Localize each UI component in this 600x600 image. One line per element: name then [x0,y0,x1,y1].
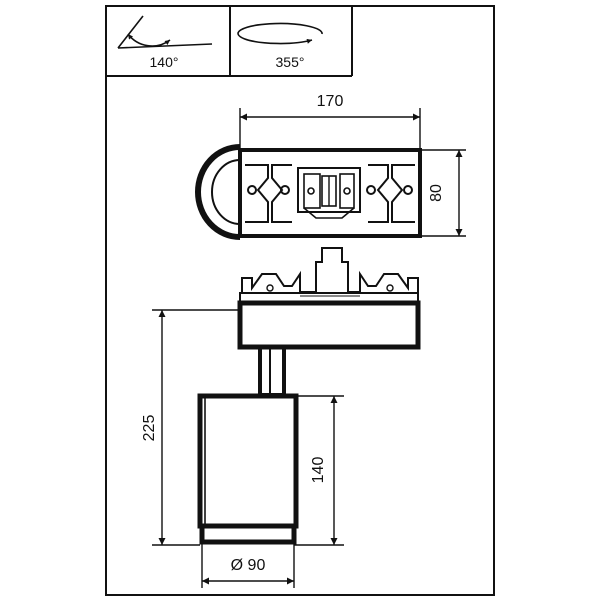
dimension-170-label: 170 [317,93,344,110]
dimension-140-label: 140 [310,457,327,484]
rotation-angle-label: 355° [276,54,305,70]
adapter-side-view [197,247,421,545]
rotation-angle-icon [237,22,323,45]
tilt-angle-label: 140° [150,54,179,70]
dimension-225 [152,309,240,546]
tilt-angle-icon [117,15,213,49]
header-boxes [106,6,353,77]
dimension-140 [294,395,344,546]
dimension-diameter [201,542,295,588]
dimension-225-label: 225 [141,415,158,442]
outer-frame [105,5,495,596]
dimension-170 [239,108,421,150]
dimension-80-label: 80 [428,184,445,202]
adapter-top-view [195,144,422,240]
dimension-diameter-label: Ø 90 [231,557,266,574]
dimension-80 [420,149,466,237]
